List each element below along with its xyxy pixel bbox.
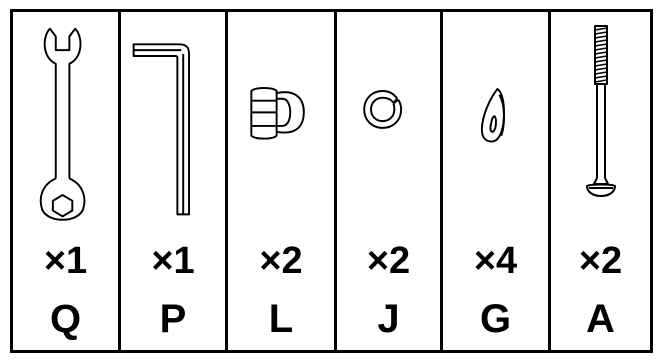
bolt-icon bbox=[551, 12, 650, 237]
part-cell-p: ×1 P bbox=[121, 12, 228, 350]
quantity-label: ×1 bbox=[121, 240, 225, 283]
part-code: G bbox=[443, 297, 548, 342]
part-code: Q bbox=[13, 297, 118, 342]
part-cell-a: ×2 A bbox=[551, 12, 650, 350]
split-washer-icon bbox=[337, 12, 440, 237]
part-code: J bbox=[337, 297, 440, 342]
open-end-wrench-icon bbox=[13, 12, 118, 237]
quantity-label: ×2 bbox=[337, 240, 440, 283]
hex-key-icon bbox=[121, 12, 225, 237]
curved-washer-icon bbox=[443, 12, 548, 237]
part-code: A bbox=[551, 297, 650, 342]
quantity-label: ×2 bbox=[228, 240, 334, 283]
part-cell-q: ×1 Q bbox=[13, 12, 121, 350]
parts-table: ×1 Q ×1 P ×2 bbox=[10, 9, 653, 353]
cap-nut-icon bbox=[228, 12, 334, 237]
part-code: P bbox=[121, 297, 225, 342]
part-cell-g: ×4 G bbox=[443, 12, 551, 350]
quantity-label: ×2 bbox=[551, 240, 650, 283]
part-cell-l: ×2 L bbox=[228, 12, 337, 350]
part-code: L bbox=[228, 297, 334, 342]
part-cell-j: ×2 J bbox=[337, 12, 443, 350]
quantity-label: ×4 bbox=[443, 240, 548, 283]
quantity-label: ×1 bbox=[13, 240, 118, 283]
